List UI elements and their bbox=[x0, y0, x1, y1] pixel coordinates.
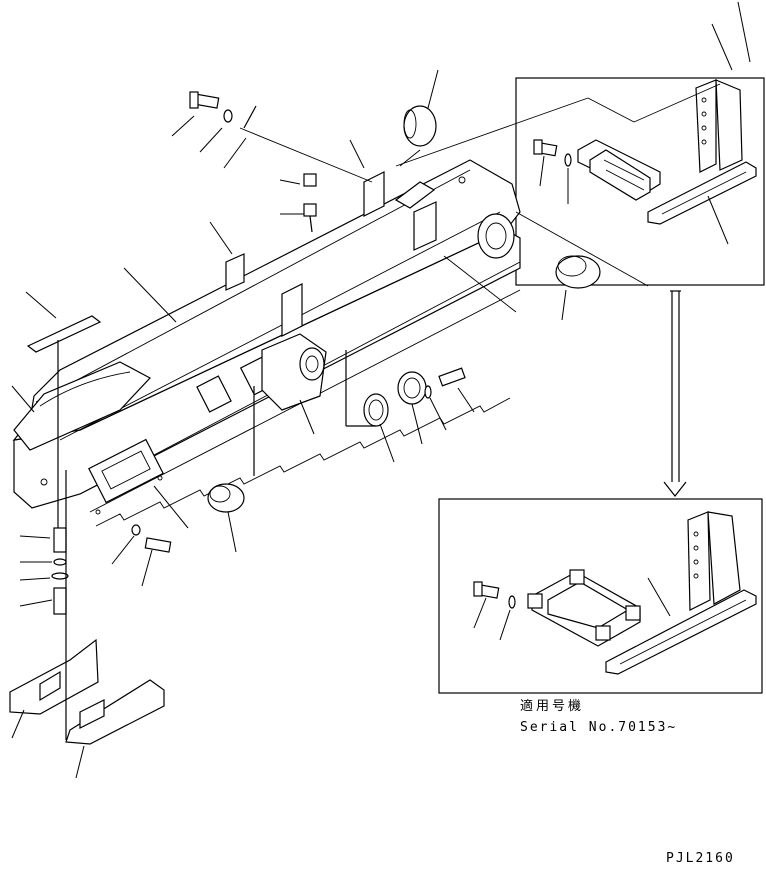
caption-line2: Serial No.70153~ bbox=[520, 720, 677, 735]
caption-line1: 適用号機 bbox=[520, 698, 584, 714]
leader-lines bbox=[11, 1, 751, 779]
track-frame bbox=[12, 159, 521, 527]
loose-parts bbox=[9, 91, 601, 745]
guide-lines bbox=[239, 83, 721, 313]
drawing-code: PJL2160 bbox=[666, 851, 735, 866]
spring-plate bbox=[394, 181, 436, 209]
detail-box-upper bbox=[515, 77, 765, 286]
arrow-down bbox=[663, 290, 687, 497]
detail-box-lower bbox=[438, 498, 763, 694]
